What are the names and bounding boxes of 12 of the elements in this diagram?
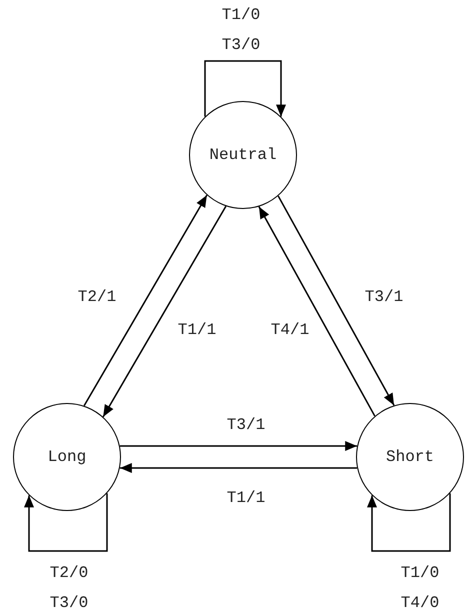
- arrow: [24, 493, 108, 552]
- arrow: [278, 196, 395, 406]
- arrow: [367, 493, 451, 552]
- state-name: Long: [48, 448, 86, 466]
- arrow: [120, 463, 358, 473]
- arrow: [204, 60, 286, 117]
- state-name: Neutral: [209, 146, 277, 164]
- arrow: [258, 206, 376, 416]
- arrow: [120, 441, 358, 451]
- arrow: [83, 194, 208, 406]
- state-name: Short: [386, 448, 434, 466]
- arrow: [102, 206, 227, 418]
